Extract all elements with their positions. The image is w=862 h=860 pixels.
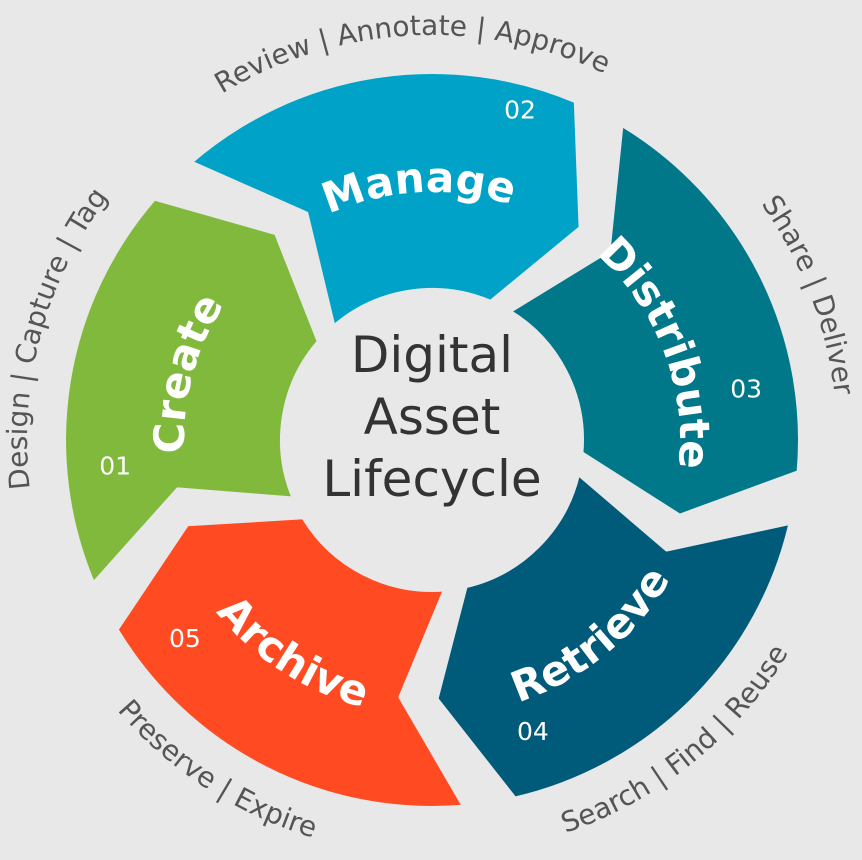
segment-distribute-number: 03 [730,374,762,403]
center-line-1: Digital [351,326,513,384]
segments-layer: Create01Manage02Distribute03Retrieve04Ar… [62,70,802,810]
segment-create-number: 01 [99,452,131,481]
segment-archive-number: 05 [169,624,201,653]
center-line-3: Lifecycle [322,450,541,508]
segment-create-shape [62,196,321,586]
segment-manage-number: 02 [504,96,536,125]
segment-distribute-shape [507,122,802,518]
segment-archive-shape [114,515,467,810]
segment-manage-shape [188,70,583,329]
segment-retrieve-number: 04 [517,717,549,746]
center-title: Digital Asset Lifecycle [322,326,541,508]
center-line-2: Asset [364,388,501,446]
segment-retrieve-shape [434,471,793,801]
